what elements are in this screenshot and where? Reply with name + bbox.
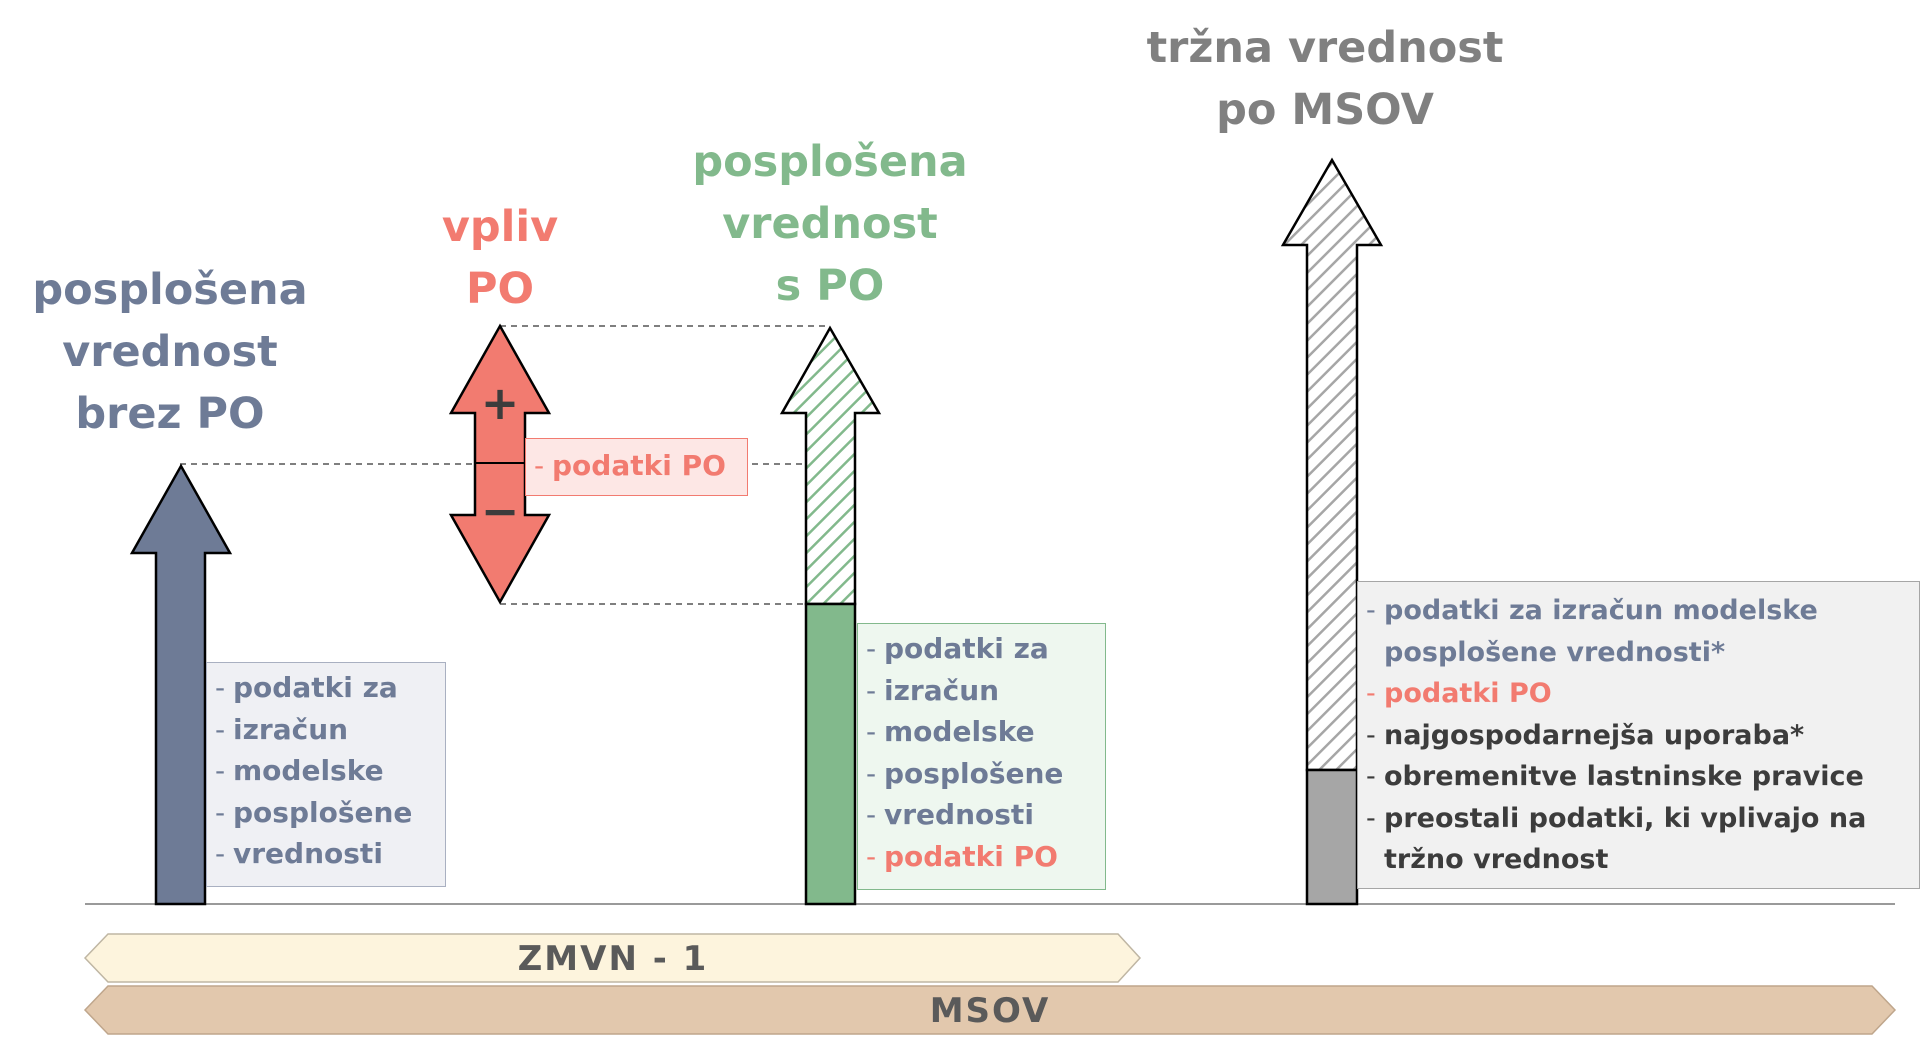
title-vpliv-po-line-2: PO [465,264,535,314]
arrow-brez-po [129,463,233,906]
title-s-po-line-1: posplošena [692,137,968,187]
info-item-continuation: posplošene vrednosti* [1384,636,1726,668]
info-box-s-po: podatki za izračun modelske posplošene v… [857,623,1106,890]
title-trzna: tržna vrednost po MSOV [1130,17,1520,141]
info-item: izračun [866,670,1097,712]
info-item: obremenitve lastninske pravice [1366,756,1911,798]
info-item: najgospodarnejša uporaba* [1366,715,1911,757]
info-box-brez-po: podatki za izračun modelske posplošene v… [206,662,446,887]
title-brez-po-line-2: vrednost [62,327,278,377]
info-item: modelske [215,750,437,792]
info-item: izračun [215,709,437,751]
info-box-vpliv-po: podatki PO [525,438,748,496]
band-msov [83,985,1897,1035]
info-item: modelske [866,711,1097,753]
info-item-red: podatki PO [866,836,1097,878]
arrow-trzna-solid [1305,768,1359,906]
info-item: podatki za izračun modelske [1366,590,1911,632]
info-item-continuation: tržno vrednost [1384,844,1609,875]
info-item: podatki PO [534,445,739,487]
info-item: podatki PO [1366,673,1911,715]
title-brez-po-line-3: brez PO [75,389,265,439]
band-label-zmvn: ZMVN - 1 [517,939,709,979]
info-item: posplošene [215,792,437,834]
info-item: vrednosti [215,833,437,875]
plus-sign: + [481,376,520,430]
info-item: vrednosti [866,794,1097,836]
info-item: podatki za [215,667,437,709]
title-brez-po: posplošena vrednost brez PO [20,259,320,445]
info-item: podatki za [866,628,1097,670]
title-vpliv-po-line-1: vpliv [441,202,559,252]
band-zmvn [83,933,1142,983]
title-trzna-line-1: tržna vrednost [1146,23,1504,73]
info-item: preostali podatki, ki vplivajo na [1366,798,1911,840]
info-box-trzna: podatki za izračun modelske posplošene v… [1357,581,1920,889]
arrow-s-po-solid [804,602,857,906]
title-s-po-line-3: s PO [775,261,885,311]
title-s-po: posplošena vrednost s PO [680,131,980,317]
info-item: posplošene [866,753,1097,795]
band-label-msov: MSOV [929,991,1051,1031]
title-trzna-line-2: po MSOV [1216,85,1434,135]
minus-sign: − [481,484,520,538]
title-brez-po-line-1: posplošena [32,265,308,315]
arrow-s-po-hatched [779,325,882,606]
title-vpliv-po: vpliv PO [400,196,600,320]
title-s-po-line-2: vrednost [722,199,938,249]
